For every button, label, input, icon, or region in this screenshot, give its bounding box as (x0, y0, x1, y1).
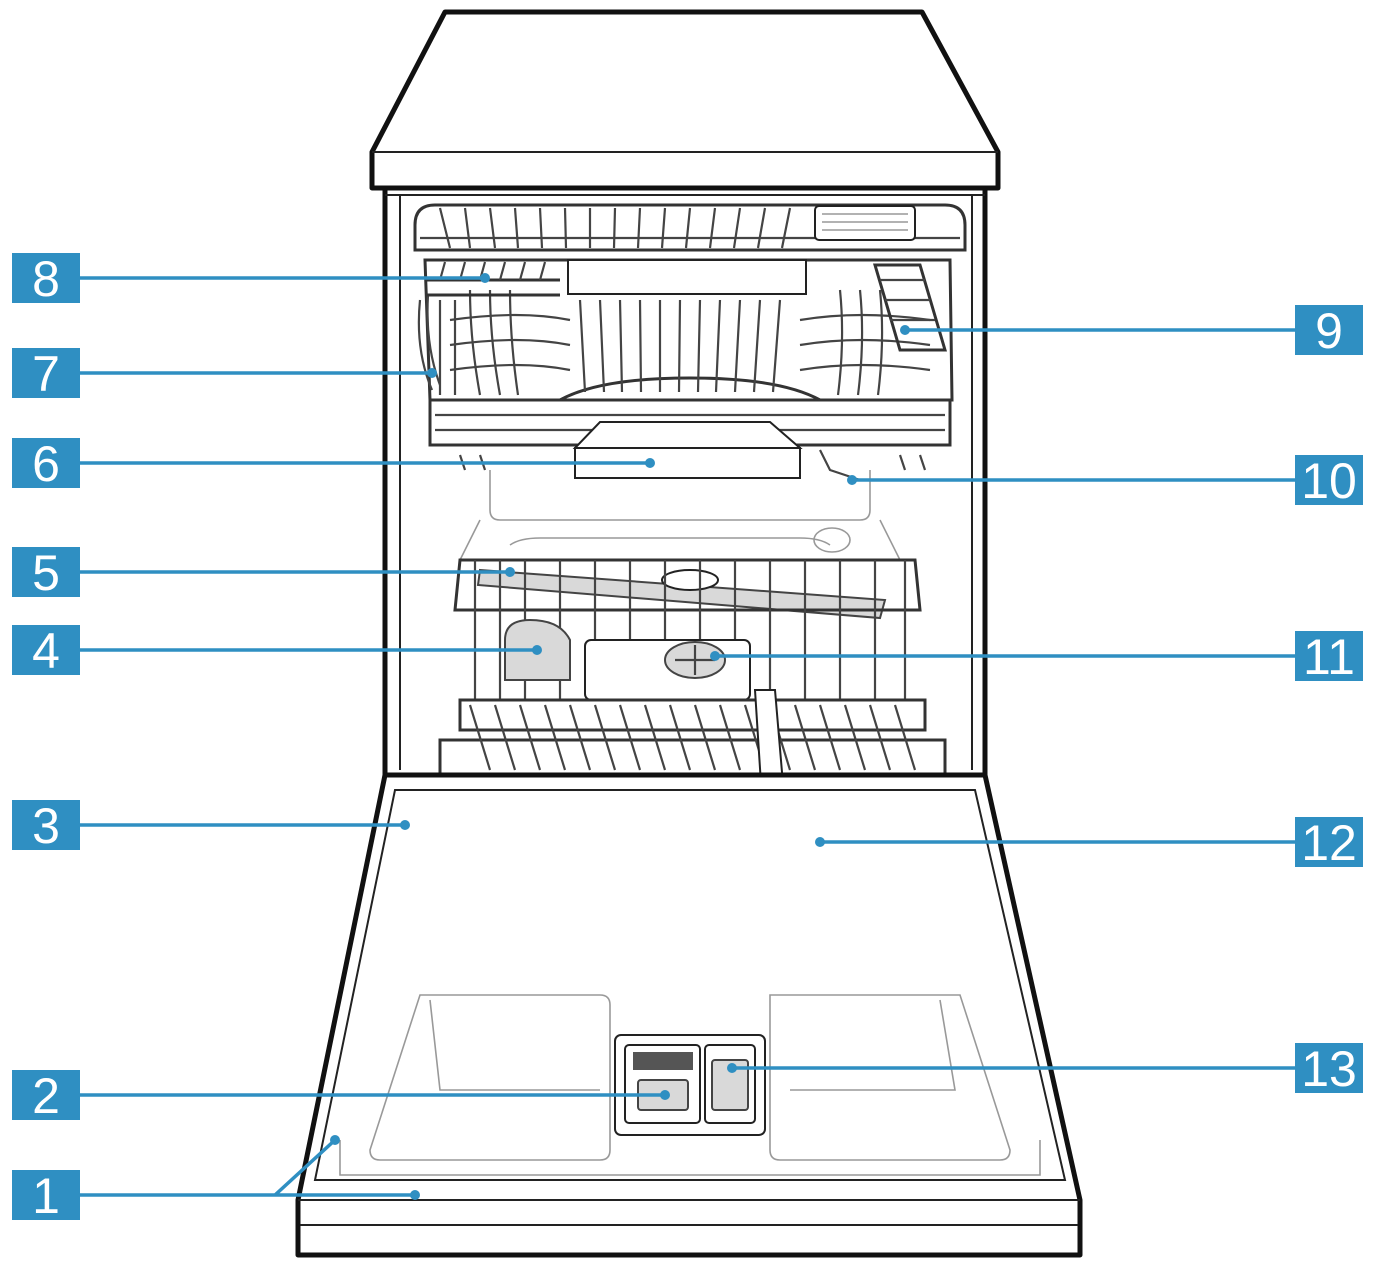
callout-1: 1 (12, 1168, 80, 1224)
callout-2: 2 (12, 1068, 80, 1124)
callout-6-label: 6 (32, 436, 60, 492)
callout-12-label: 12 (1301, 815, 1357, 871)
upper-drawer-tines (438, 207, 792, 249)
callout-7: 7 (12, 346, 80, 402)
callout-11: 11 (1295, 629, 1363, 685)
callout-5: 5 (12, 545, 80, 601)
worktop (369, 9, 1001, 191)
callout-5-label: 5 (32, 545, 60, 601)
callout-9: 9 (1295, 303, 1363, 359)
callout-13-label: 13 (1301, 1041, 1357, 1097)
detergent-dispenser (614, 1034, 766, 1136)
callout-11-label: 11 (1303, 629, 1355, 685)
tub-interior (459, 470, 901, 561)
callout-10-label: 10 (1301, 453, 1357, 509)
upper-basket (413, 203, 967, 482)
dishwasher-illustration-icon (295, 9, 1083, 1258)
callout-badges: 8 7 6 5 4 3 2 1 9 (12, 251, 1363, 1224)
upper-basket-tines (449, 289, 931, 396)
callout-4: 4 (12, 623, 80, 679)
callout-3-label: 3 (32, 798, 60, 854)
callout-3: 3 (12, 798, 80, 854)
callout-12: 12 (1295, 815, 1363, 871)
callout-1-label: 1 (32, 1168, 60, 1224)
callout-13: 13 (1295, 1041, 1363, 1097)
door (295, 772, 1083, 1258)
callout-4-label: 4 (32, 623, 60, 679)
callout-10: 10 (1295, 453, 1363, 509)
callout-2-label: 2 (32, 1068, 60, 1124)
upper-basket-left-side (417, 294, 457, 395)
callout-8: 8 (12, 251, 80, 307)
lower-basket-front-tines (468, 704, 917, 771)
callout-8-label: 8 (32, 251, 60, 307)
callout-6: 6 (12, 436, 80, 492)
callout-7-label: 7 (32, 346, 60, 402)
callout-9-label: 9 (1315, 303, 1343, 359)
leader-1 (80, 1138, 415, 1197)
leader-lines (80, 273, 1295, 1200)
